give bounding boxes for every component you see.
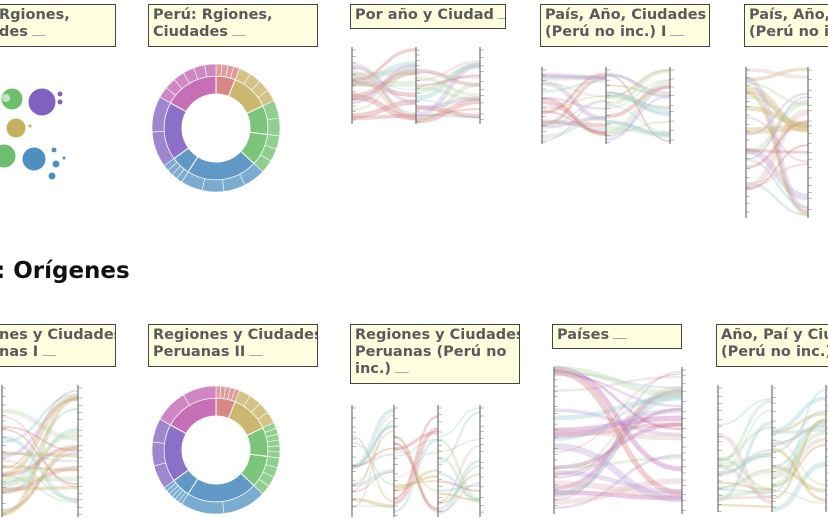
bubble bbox=[28, 124, 32, 128]
sunburst-outer-segment bbox=[152, 442, 166, 466]
card-title: Países bbox=[552, 324, 682, 349]
card-title-line2: nas I bbox=[0, 344, 38, 360]
card-title-line1: Por año y Ciudad bbox=[355, 7, 494, 23]
card-title: País, Año, C (Perú no in bbox=[744, 4, 828, 47]
sunburst-chart[interactable] bbox=[146, 380, 286, 520]
sankey-chart[interactable] bbox=[744, 66, 828, 220]
title-underline bbox=[42, 355, 56, 356]
title-underline bbox=[232, 35, 246, 36]
card-title-line2: Ciudades bbox=[153, 24, 228, 40]
card-pais-ano-ciudades-2[interactable]: País, Año, C (Perú no in bbox=[744, 4, 828, 219]
sankey-link bbox=[438, 408, 480, 437]
card-regiones-ciudades-bubbles[interactable]: Rgiones, des bbox=[0, 4, 118, 219]
sunburst-outer-segment bbox=[202, 179, 224, 192]
card-regiones-ciudades-peruanas-peru-no-inc[interactable]: Regiones y Ciudades Peruanas (Perú no in… bbox=[350, 324, 520, 519]
sankey-link bbox=[746, 127, 808, 130]
card-title: Regiones y Ciudades Peruanas (Perú no in… bbox=[350, 324, 520, 384]
sankey-chart[interactable] bbox=[552, 366, 684, 516]
card-peru-rgiones-ciudades[interactable]: Perú: Rgiones, Ciudades bbox=[148, 4, 318, 204]
bubble bbox=[57, 99, 63, 105]
bubble bbox=[6, 118, 26, 138]
card-title-line1: País, Año, Ciudades bbox=[545, 7, 706, 23]
sankey-link bbox=[718, 401, 772, 462]
sankey-chart[interactable] bbox=[350, 404, 484, 519]
title-underline bbox=[32, 35, 46, 36]
card-title: Rgiones, des bbox=[0, 4, 116, 47]
sankey-link bbox=[438, 412, 480, 462]
sankey-chart[interactable] bbox=[0, 384, 84, 519]
card-title: nes y Ciudades nas I bbox=[0, 324, 116, 367]
sankey-link bbox=[746, 151, 808, 153]
bubble bbox=[22, 147, 46, 171]
card-title: País, Año, Ciudades (Perú no inc.) I bbox=[540, 4, 710, 47]
title-underline bbox=[395, 372, 409, 373]
card-title-line2: (Perú no inc.) I bbox=[545, 24, 666, 40]
card-title-line3: inc.) bbox=[355, 361, 391, 377]
sankey-chart[interactable] bbox=[540, 66, 674, 146]
card-title-line1: nes y Ciudades bbox=[0, 327, 116, 343]
card-title-line2: (Perú no in bbox=[749, 24, 828, 40]
card-title-line2: des bbox=[0, 24, 28, 40]
bubble bbox=[0, 144, 16, 168]
card-title: Año, Paí y Ciuc (Perú no inc.) bbox=[716, 324, 828, 367]
bubble bbox=[28, 88, 56, 116]
card-title-line1: Países bbox=[557, 327, 609, 343]
sankey-chart[interactable] bbox=[716, 384, 828, 514]
card-title-line1: País, Año, C bbox=[749, 7, 828, 23]
sankey-link bbox=[542, 77, 606, 78]
card-title: Regiones y Ciudades Peruanas II bbox=[148, 324, 318, 367]
sankey-chart[interactable] bbox=[350, 46, 490, 126]
title-underline bbox=[613, 338, 627, 339]
sunburst-chart[interactable] bbox=[146, 58, 286, 198]
card-title-line1: Rgiones, bbox=[0, 7, 70, 23]
card-pais-ano-ciudades-1[interactable]: País, Año, Ciudades (Perú no inc.) I bbox=[540, 4, 710, 154]
card-regiones-ciudades-peruanas-2[interactable]: Regiones y Ciudades Peruanas II bbox=[148, 324, 318, 519]
card-title-line2: Peruanas (Perú no bbox=[355, 344, 506, 360]
sankey-link bbox=[2, 488, 78, 489]
bubble bbox=[52, 160, 60, 168]
card-title-line1: Regiones y Ciudades bbox=[153, 327, 318, 343]
bubble bbox=[51, 147, 57, 153]
card-title-line2: (Perú no inc.) bbox=[721, 344, 828, 360]
sunburst-outer-segment bbox=[267, 118, 280, 136]
card-title-line1: Perú: Rgiones, bbox=[153, 7, 273, 23]
title-underline bbox=[249, 355, 263, 356]
card-title-line1: Regiones y Ciudades bbox=[355, 327, 520, 343]
sankey-link bbox=[718, 497, 772, 498]
card-regiones-ciudades-peruanas-1[interactable]: nes y Ciudades nas I bbox=[0, 324, 118, 519]
card-title: Perú: Rgiones, Ciudades bbox=[148, 4, 318, 47]
card-title-line2: Peruanas II bbox=[153, 344, 245, 360]
card-paises[interactable]: Países bbox=[552, 324, 682, 519]
card-por-ano-ciudad[interactable]: Por año y Ciudad bbox=[350, 4, 506, 134]
sunburst-outer-segment bbox=[205, 64, 216, 77]
card-title-line1: Año, Paí y Ciuc bbox=[721, 327, 828, 343]
section-heading-origenes: : Orígenes bbox=[0, 256, 130, 286]
bubble bbox=[62, 156, 66, 160]
bubble-chart[interactable] bbox=[0, 74, 118, 224]
sunburst-outer-segment bbox=[268, 446, 280, 452]
bubble bbox=[48, 172, 56, 180]
bubble bbox=[57, 91, 63, 97]
sankey-link bbox=[718, 505, 772, 507]
title-underline bbox=[670, 35, 684, 36]
card-title: Por año y Ciudad bbox=[350, 4, 506, 29]
bubble-inner bbox=[2, 94, 10, 102]
card-ano-pai-ciudades[interactable]: Año, Paí y Ciuc (Perú no inc.) bbox=[716, 324, 828, 519]
title-underline bbox=[498, 18, 506, 19]
